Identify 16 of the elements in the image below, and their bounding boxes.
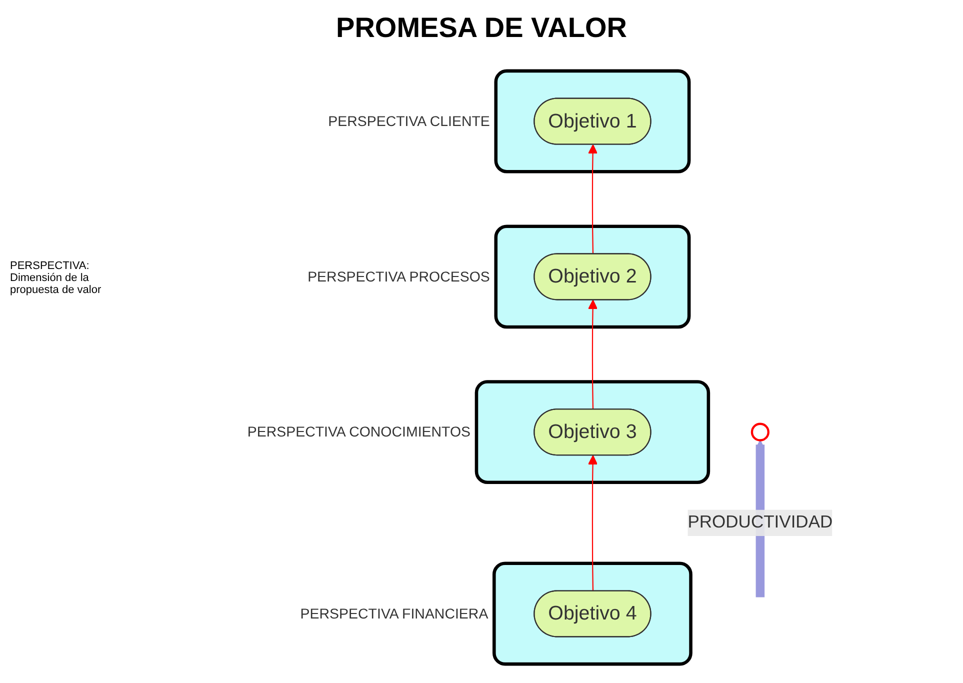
node-circle [750, 422, 770, 442]
node-label: PERSPECTIVA CLIENTE [328, 112, 490, 130]
edge-label: PRODUCTIVIDAD [688, 513, 833, 532]
node-label: PERSPECTIVA FINANCIERA [300, 605, 488, 622]
arrow [588, 144, 598, 254]
arrow [588, 300, 598, 410]
node-label: PERSPECTIVA PROCESOS [308, 268, 490, 285]
cluster [494, 224, 691, 329]
side-note: PERSPECTIVA: Dimensión de la propuesta de valor [10, 260, 102, 296]
diagram-title: PROMESA DE VALOR [335, 12, 628, 44]
arrow [588, 455, 598, 592]
cluster [494, 69, 691, 174]
cluster [474, 380, 710, 484]
arrow [755, 440, 765, 598]
node-label: PERSPECTIVA CONOCIMIENTOS [247, 424, 471, 440]
cluster [492, 562, 692, 666]
